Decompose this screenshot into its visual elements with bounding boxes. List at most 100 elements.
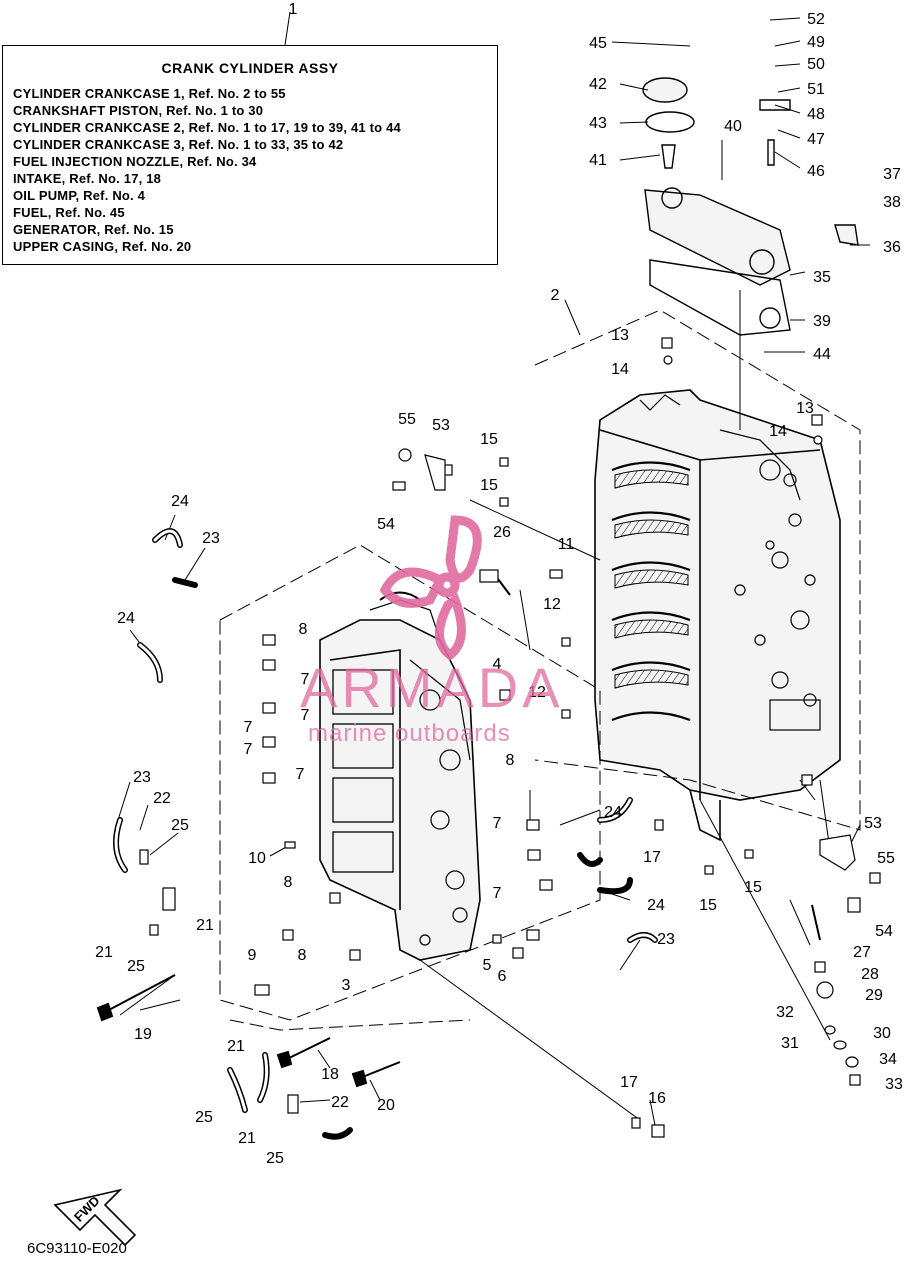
callout-label: 22 — [331, 1094, 349, 1111]
callout-label: 18 — [321, 1066, 339, 1083]
watermark-tagline: marine outboards — [308, 720, 511, 747]
callout-label: 17 — [643, 849, 661, 866]
callout-label: 9 — [248, 947, 257, 964]
callout-label: 27 — [853, 944, 871, 961]
callout-label: 11 — [558, 536, 575, 553]
legend-line: CYLINDER CRANKCASE 1, Ref. No. 2 to 55 — [13, 86, 286, 101]
callout-label: 21 — [95, 944, 113, 961]
callout-label: 21 — [196, 917, 214, 934]
callout-label: 43 — [589, 115, 607, 132]
legend-ref-number: 1 — [289, 1, 298, 18]
callout-label: 35 — [813, 269, 831, 286]
callout-label: 44 — [813, 346, 831, 363]
callout-label: 8 — [298, 947, 307, 964]
callout-label: 7 — [301, 707, 310, 724]
callout-label: 16 — [648, 1090, 666, 1107]
callout-label: 19 — [134, 1026, 152, 1043]
callout-label: 51 — [807, 81, 825, 98]
callout-label: 14 — [769, 423, 787, 440]
callout-label: 15 — [480, 431, 498, 448]
callout-label: 39 — [813, 313, 831, 330]
callout-label: 15 — [480, 477, 498, 494]
callout-label: 25 — [127, 958, 145, 975]
callout-label: 21 — [238, 1130, 256, 1147]
callout-label: 17 — [620, 1074, 638, 1091]
callout-label: 52 — [807, 11, 825, 28]
legend-line: UPPER CASING, Ref. No. 20 — [13, 239, 192, 254]
callout-label: 29 — [865, 987, 883, 1004]
callout-label: 21 — [227, 1038, 245, 1055]
callout-label: 40 — [724, 118, 742, 135]
legend-line: CYLINDER CRANKCASE 2, Ref. No. 1 to 17, … — [13, 120, 401, 135]
callout-label: 24 — [647, 897, 665, 914]
callout-label: 7 — [296, 766, 305, 783]
callout-label: 15 — [699, 897, 717, 914]
callout-label: 24 — [171, 493, 189, 510]
hose-inner — [114, 529, 657, 1112]
callout-label: 22 — [153, 790, 171, 807]
callout-label: 7 — [493, 885, 502, 902]
fwd-arrow: FWD — [53, 1188, 137, 1247]
callout-label: 50 — [807, 56, 825, 73]
callout-label: 24 — [604, 804, 622, 821]
callout-label: 26 — [493, 524, 511, 541]
legend-line: CRANKSHAFT PISTON, Ref. No. 1 to 30 — [13, 103, 264, 118]
assembly-legend: CRANK CYLINDER ASSY CYLINDER CRANKCASE 1… — [2, 45, 498, 265]
callout-label: 14 — [611, 361, 629, 378]
callout-label: 23 — [202, 530, 220, 547]
callout-label: 6 — [498, 968, 507, 985]
callout-label: 8 — [299, 621, 308, 638]
callout-label: 37 — [883, 166, 901, 183]
legend-line: FUEL INJECTION NOZZLE, Ref. No. 34 — [13, 154, 257, 169]
callout-label: 28 — [861, 966, 879, 983]
callout-label: 46 — [807, 163, 825, 180]
callout-label: 5 — [483, 957, 492, 974]
callout-label: 42 — [589, 76, 607, 93]
callout-label: 23 — [657, 931, 675, 948]
crankcase-block — [594, 389, 841, 842]
callout-label: 54 — [377, 516, 395, 533]
leader-lines — [117, 11, 870, 1126]
callout-label: 54 — [875, 923, 893, 940]
assembly-outlines — [219, 309, 861, 1031]
callout-label: 24 — [117, 610, 135, 627]
callout-label: 23 — [133, 769, 151, 786]
callout-label: 55 — [398, 411, 416, 428]
callout-label: 47 — [807, 131, 825, 148]
legend-line: CYLINDER CRANKCASE 3, Ref. No. 1 to 33, … — [13, 137, 344, 152]
callout-label: 34 — [879, 1051, 897, 1068]
callout-label: 53 — [864, 815, 882, 832]
callout-label: 25 — [266, 1150, 284, 1167]
callout-label: 12 — [543, 596, 561, 613]
top-cover — [642, 77, 859, 336]
callout-label: 30 — [873, 1025, 891, 1042]
callout-label: 13 — [796, 400, 814, 417]
callout-label: 7 — [244, 719, 253, 736]
diagram-code: 6C93110-E020 — [27, 1240, 127, 1257]
legend-line: GENERATOR, Ref. No. 15 — [13, 222, 174, 237]
callout-label: 15 — [744, 879, 762, 896]
callout-label: 8 — [284, 874, 293, 891]
callout-label: 25 — [171, 817, 189, 834]
callout-label: 25 — [195, 1109, 213, 1126]
callout-label: 3 — [342, 977, 351, 994]
legend-title: CRANK CYLINDER ASSY — [161, 60, 339, 76]
callout-label: 38 — [883, 194, 901, 211]
cylinder-block — [319, 591, 481, 961]
callout-label: 4 — [493, 656, 502, 673]
callout-label: 31 — [781, 1035, 799, 1052]
callout-label: 8 — [506, 752, 515, 769]
legend-line: INTAKE, Ref. No. 17, 18 — [13, 171, 162, 186]
callout-label: 13 — [611, 327, 629, 344]
callout-label: 12 — [528, 684, 546, 701]
callout-label: 32 — [776, 1004, 794, 1021]
callout-label: 45 — [589, 35, 607, 52]
legend-line: OIL PUMP, Ref. No. 4 — [13, 188, 146, 203]
watermark-logo — [379, 515, 482, 661]
callout-label: 7 — [493, 815, 502, 832]
callout-label: 53 — [432, 417, 450, 434]
callout-label: 55 — [877, 850, 895, 867]
callout-label: 33 — [885, 1076, 903, 1093]
callout-label: 2 — [551, 287, 560, 304]
